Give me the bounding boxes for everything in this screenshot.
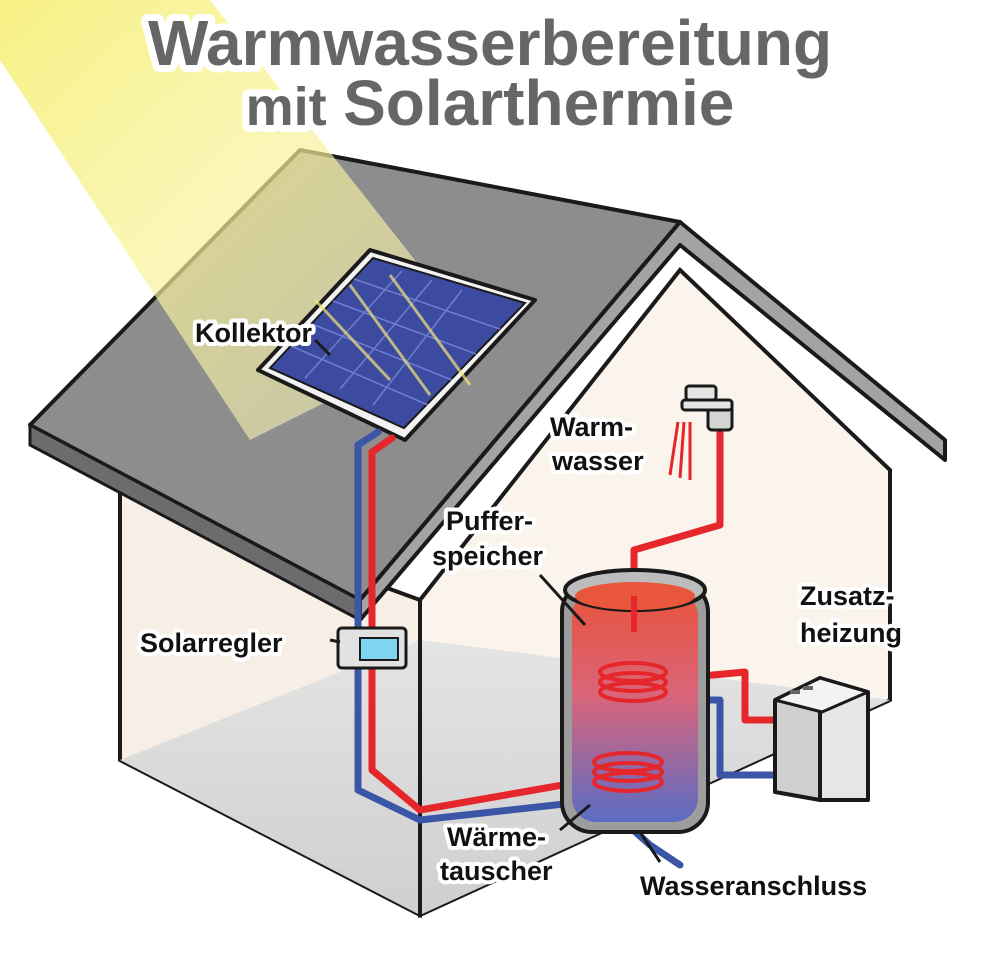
label-warm-line1: Warm- bbox=[550, 412, 633, 442]
upper-heat-coil bbox=[598, 661, 668, 703]
solar-controller bbox=[336, 626, 408, 670]
label-solarregler: Solarregler bbox=[140, 628, 283, 658]
title-line-2: mit Solarthermie bbox=[246, 67, 735, 139]
heater-controls bbox=[790, 686, 813, 694]
label-puffer-line1: Puffer- bbox=[446, 506, 533, 536]
title-line-1: Warmwasserbereitung bbox=[148, 7, 832, 79]
label-wasseranschluss: Wasseranschluss bbox=[640, 871, 867, 901]
title-main: Solarthermie bbox=[343, 67, 734, 139]
hot-pipe-collector bbox=[368, 434, 584, 814]
label-warm-line2: wasser bbox=[551, 446, 644, 476]
leader-lines bbox=[313, 338, 662, 863]
water-stream bbox=[668, 421, 692, 480]
water-tap-icon bbox=[668, 384, 734, 480]
label-zusatz-line1: Zusatz- bbox=[800, 581, 895, 611]
label-kollektor: Kollektor bbox=[195, 318, 313, 348]
cold-pipe-collector bbox=[354, 428, 604, 824]
solar-collector bbox=[256, 248, 537, 442]
collector-glare bbox=[313, 274, 472, 396]
buffer-tank bbox=[560, 568, 710, 834]
additional-heater bbox=[773, 676, 870, 802]
controller-screen bbox=[359, 637, 399, 661]
label-waerme-line2: tauscher bbox=[440, 856, 553, 886]
collector-grid bbox=[290, 270, 501, 406]
label-zusatz-line2: heizung bbox=[800, 618, 902, 648]
title-prefix: mit bbox=[246, 77, 327, 137]
label-puffer-line2: speicher bbox=[432, 541, 544, 571]
lower-heat-coil bbox=[592, 751, 664, 793]
heater-top bbox=[773, 676, 870, 714]
label-waerme-line1: Wärme- bbox=[447, 822, 546, 852]
